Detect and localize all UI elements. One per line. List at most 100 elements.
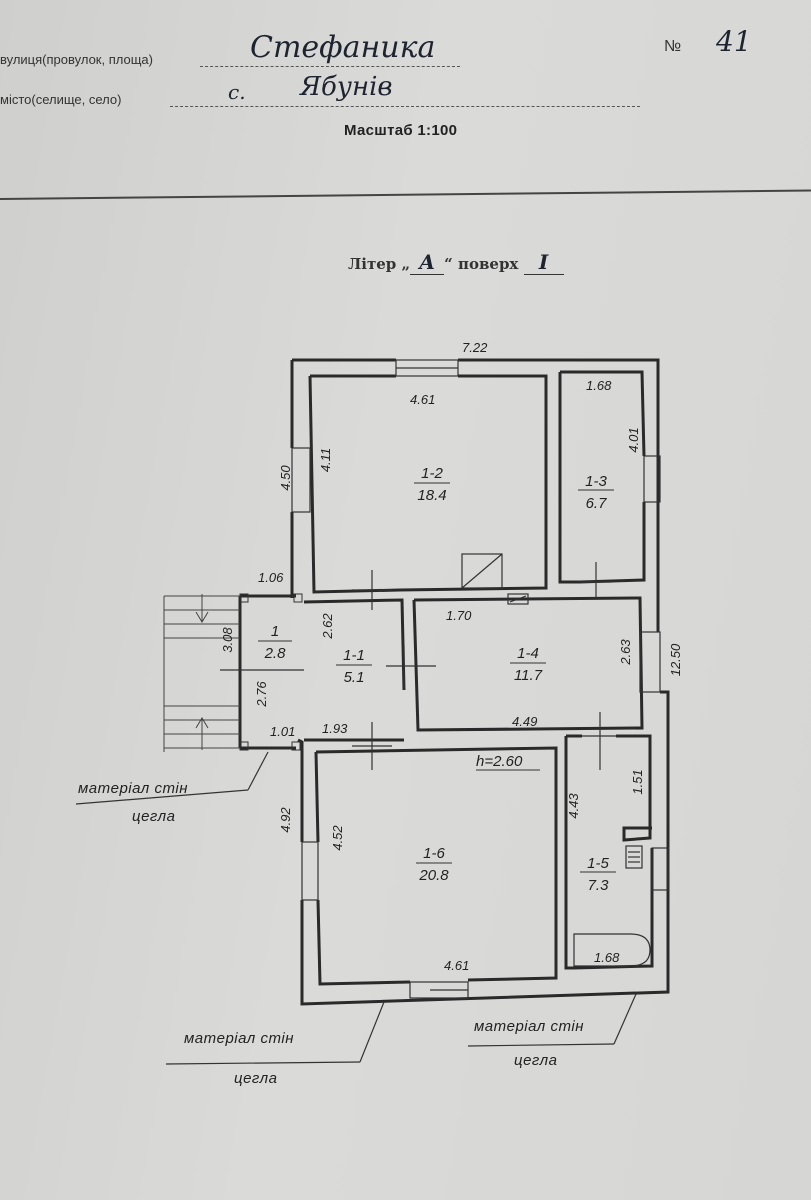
dim-r15-height: 4.43 bbox=[566, 793, 581, 819]
stove-icon bbox=[461, 553, 503, 589]
room-1-2-id: 1-2 bbox=[421, 465, 443, 482]
boiler-icon bbox=[625, 845, 643, 869]
dim-r14-bottom: 4.49 bbox=[512, 714, 537, 729]
street-underline bbox=[200, 66, 460, 67]
dim-r11-bottom: 1.93 bbox=[322, 721, 348, 736]
city-value: Ябунів bbox=[300, 72, 393, 102]
room-1-1-area: 5.1 bbox=[344, 669, 365, 686]
dim-r12-width: 4.61 bbox=[410, 392, 435, 407]
stair-arrowhead bbox=[195, 717, 209, 729]
number-value: 41 bbox=[716, 25, 752, 58]
dim-bathtub: 1.68 bbox=[594, 950, 620, 965]
room-1-6-id: 1-6 bbox=[423, 845, 445, 862]
dim-r16-height: 4.52 bbox=[330, 825, 345, 851]
liter-line: Літер „ А “ поверх I bbox=[348, 250, 564, 275]
dim-total-width: 7.22 bbox=[462, 340, 488, 355]
stove-diagonal bbox=[461, 553, 503, 589]
material-label-right: матеріал стін bbox=[474, 1018, 585, 1035]
room-1-6-area: 20.8 bbox=[418, 867, 449, 884]
room-1-1-id: 1-1 bbox=[343, 647, 365, 664]
number-label: № bbox=[664, 38, 682, 55]
windows bbox=[291, 359, 669, 999]
city-underline bbox=[170, 106, 640, 107]
city-prefix: с. bbox=[228, 80, 246, 104]
material-value-left: цегла bbox=[132, 808, 176, 825]
plan-walls bbox=[238, 358, 670, 1006]
material-value-right: цегла bbox=[514, 1052, 558, 1069]
room-1-2-walls bbox=[308, 374, 548, 594]
room-1-5-area: 7.3 bbox=[588, 877, 610, 894]
post bbox=[239, 741, 249, 751]
dim-left-lower: 4.92 bbox=[278, 807, 293, 833]
room-1-3-id: 1-3 bbox=[585, 473, 607, 490]
window-right-lower bbox=[651, 847, 669, 891]
window-left-lower bbox=[301, 841, 319, 901]
dim-porch-bottom: 1.01 bbox=[270, 724, 295, 739]
room-1-5-walls bbox=[564, 734, 654, 970]
room-porch-area: 2.8 bbox=[264, 645, 287, 662]
leader-line bbox=[467, 1043, 615, 1047]
leader-line bbox=[247, 751, 269, 791]
ceiling-height: h=2.60 bbox=[476, 753, 523, 770]
city-label: місто(селище, село) bbox=[0, 92, 122, 107]
dim-r12-height: 4.11 bbox=[318, 448, 333, 472]
material-label-bottom: матеріал стін bbox=[184, 1030, 295, 1047]
leader-line bbox=[613, 993, 637, 1045]
dim-r15-inner: 1.51 bbox=[630, 769, 645, 794]
dim-r11-height: 2.62 bbox=[320, 613, 335, 640]
leader-line bbox=[75, 789, 249, 805]
dim-r13-width: 1.68 bbox=[586, 378, 612, 393]
scale-label: Масштаб 1:100 bbox=[344, 122, 458, 139]
liter-mid: “ поверх bbox=[444, 255, 519, 273]
porch-stairs bbox=[163, 594, 240, 752]
dim-porch-top: 1.06 bbox=[258, 570, 284, 585]
room-fraction-lines bbox=[258, 482, 616, 873]
room-1-4-walls bbox=[412, 596, 644, 732]
leader-line bbox=[359, 1001, 385, 1063]
window-right-upper bbox=[643, 455, 661, 503]
post bbox=[291, 741, 301, 751]
outer-wall bbox=[292, 358, 670, 1006]
street-label: вулиця(провулок, площа) bbox=[0, 52, 153, 67]
porch-walls bbox=[238, 594, 296, 750]
dim-left-upper: 4.50 bbox=[278, 465, 293, 491]
dim-total-height: 12.50 bbox=[668, 643, 683, 676]
post bbox=[293, 593, 303, 603]
dim-r13-height: 4.01 bbox=[626, 427, 641, 452]
room-1-5-id: 1-5 bbox=[587, 855, 609, 872]
room-porch-id: 1 bbox=[271, 623, 279, 640]
heater-diagonal bbox=[509, 595, 527, 603]
dim-porch-h2: 2.76 bbox=[254, 681, 269, 708]
plan-labels: 7.22 4.61 1.68 4.50 4.11 4.01 12.50 1.70… bbox=[220, 340, 683, 973]
material-label-left: матеріал стін bbox=[78, 780, 189, 797]
liter-prefix: Літер „ bbox=[348, 255, 411, 273]
room-1-6-walls bbox=[314, 746, 558, 986]
floor-field: I bbox=[523, 250, 564, 275]
leader-line bbox=[165, 1061, 361, 1065]
post bbox=[239, 593, 249, 603]
bathtub-icon bbox=[573, 933, 651, 967]
room-1-4-area: 11.7 bbox=[514, 667, 543, 684]
heater-icon bbox=[507, 593, 529, 605]
room-1-1-walls bbox=[303, 598, 406, 742]
stair-arrowhead bbox=[195, 611, 209, 623]
dim-r14-top: 1.70 bbox=[446, 608, 472, 623]
floor-value: I bbox=[538, 250, 549, 274]
dim-r14-height: 2.63 bbox=[618, 639, 633, 666]
porch-posts bbox=[239, 593, 303, 751]
window-right-mid bbox=[639, 631, 661, 693]
liter-letter-field: А bbox=[410, 250, 445, 275]
street-value: Стефаника bbox=[250, 30, 436, 65]
dim-porch-h1: 3.08 bbox=[220, 627, 235, 653]
window-left-upper bbox=[291, 447, 311, 513]
door-marks bbox=[75, 562, 637, 1065]
room-1-4-id: 1-4 bbox=[517, 645, 539, 662]
material-value-bottom: цегла bbox=[234, 1070, 278, 1087]
fixtures bbox=[461, 553, 651, 967]
liter-letter: А bbox=[418, 250, 436, 274]
dim-r16-width: 4.61 bbox=[444, 958, 469, 973]
room-1-3-area: 6.7 bbox=[586, 495, 608, 512]
room-1-2-area: 18.4 bbox=[417, 487, 446, 504]
